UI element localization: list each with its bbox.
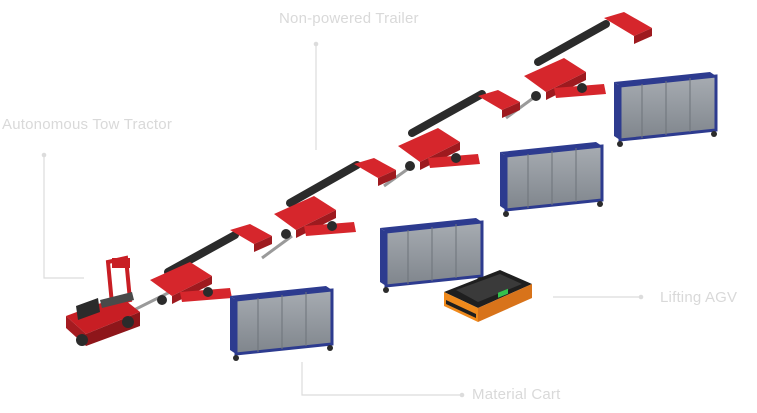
tow-arm-3 — [408, 90, 486, 137]
tow-arm-1 — [164, 231, 239, 276]
tow-arm-4 — [534, 20, 610, 66]
material-cart-2 — [380, 218, 484, 293]
tow-arms — [164, 20, 610, 276]
tow-arm-2 — [286, 161, 361, 207]
material-cart-3 — [500, 142, 604, 217]
tow-tractor-icon — [66, 255, 140, 346]
label-material-cart: Material Cart — [472, 386, 561, 403]
leader-dot-tractor — [41, 152, 47, 158]
material-cart-icon — [230, 72, 718, 361]
leader-lines — [43, 44, 640, 396]
trailer-3 — [398, 90, 520, 171]
lifting-agv-icon — [444, 270, 532, 322]
trailer-4 — [524, 12, 652, 101]
trailer-1 — [150, 224, 272, 305]
leader-line-cart — [301, 362, 462, 396]
leader-dot-trailer — [313, 41, 319, 47]
label-lifting-agv: Lifting AGV — [660, 289, 738, 306]
label-non-powered-trailer: Non-powered Trailer — [279, 10, 419, 27]
leader-dot-cart — [459, 392, 465, 398]
trailer-icon — [150, 12, 652, 305]
leader-dot-agv — [638, 294, 644, 300]
material-cart-4 — [614, 72, 718, 147]
trailer-2 — [274, 158, 396, 239]
material-cart-1 — [230, 286, 334, 361]
label-autonomous-tow-tractor: Autonomous Tow Tractor — [2, 116, 173, 133]
leader-line-tractor — [43, 155, 84, 279]
